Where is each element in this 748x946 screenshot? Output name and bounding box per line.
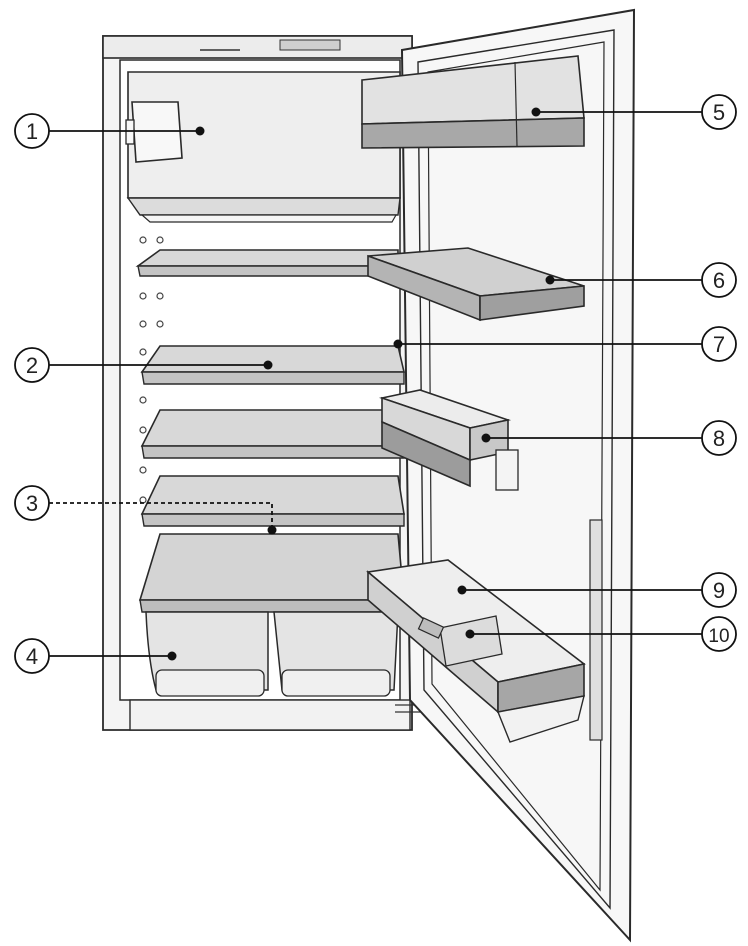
- glass-shelf-top: [135, 249, 399, 277]
- door-compartment-middle: [378, 389, 519, 491]
- leader-dots: [167, 107, 555, 661]
- svg-text:4: 4: [26, 644, 38, 669]
- glass-shelf-4: [140, 475, 405, 527]
- callout-4: 4: [14, 638, 50, 674]
- callout-3: 3: [14, 485, 50, 521]
- svg-text:2: 2: [26, 353, 38, 378]
- freezer-flap-icon: [131, 101, 183, 163]
- callout-10: 10: [701, 616, 737, 652]
- leader-lines: [49, 111, 702, 657]
- callout-5: 5: [701, 94, 737, 130]
- butter-compartment: [361, 55, 585, 149]
- svg-text:3: 3: [26, 491, 38, 516]
- callout-7: 7: [701, 326, 737, 362]
- svg-text:10: 10: [708, 626, 729, 647]
- svg-text:8: 8: [713, 426, 725, 451]
- svg-text:9: 9: [713, 578, 725, 603]
- glass-shelf-3: [140, 409, 405, 459]
- door-shelf-upper: [367, 247, 585, 322]
- callout-1: 1: [14, 113, 50, 149]
- svg-text:6: 6: [713, 268, 725, 293]
- control-panel: [279, 39, 341, 51]
- callout-2: 2: [14, 347, 50, 383]
- svg-text:7: 7: [713, 332, 725, 357]
- svg-text:5: 5: [713, 100, 725, 125]
- callout-8: 8: [701, 420, 737, 456]
- callout-9: 9: [701, 572, 737, 608]
- freezer-compartment: [125, 71, 401, 223]
- crisper-cover: [138, 533, 405, 613]
- bottle-shelf: [366, 559, 586, 743]
- svg-text:1: 1: [26, 119, 38, 144]
- bottle-divider: [439, 615, 503, 667]
- leader-3: [49, 502, 273, 530]
- callout-6: 6: [701, 262, 737, 298]
- crisper-drawers: [145, 611, 399, 697]
